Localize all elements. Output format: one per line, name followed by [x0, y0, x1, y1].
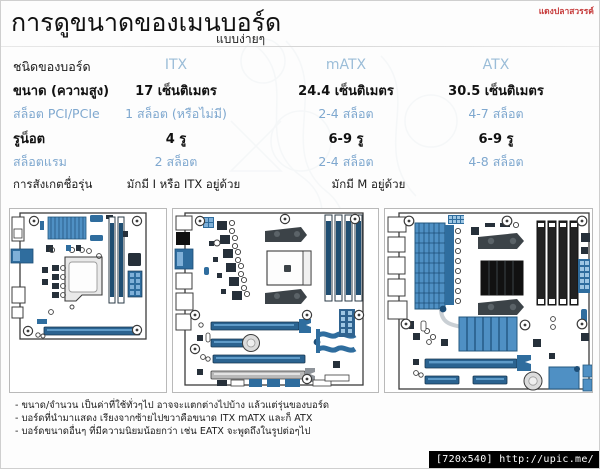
- header: การดูขนาดของเมนบอร์ด แบบง่ายๆ แดงปลาสวรร…: [1, 1, 599, 47]
- row-label: สล็อต PCI/PCIe: [13, 106, 100, 121]
- cell-itx: 4 รู: [165, 132, 187, 147]
- column-header-matx: mATX: [325, 57, 367, 73]
- cell-matx: 2-4 สล็อต: [318, 154, 374, 169]
- atx-board-panel: [384, 208, 593, 393]
- footnote-item: - บอร์ดขนาดอื่นๆ ที่มีความนิยมน้อยกว่า เ…: [15, 425, 311, 437]
- header-divider: [1, 46, 599, 47]
- spec-comparison-table: ชนิดของบอร์ด ITX mATX ATX ขนาด (ความสูง)…: [1, 57, 599, 200]
- cell-matx: มักมี M อยู่ด้วย: [331, 177, 406, 191]
- cell-atx: 30.5 เซ็นติเมตร: [448, 84, 544, 99]
- row-label: ชนิดของบอร์ด: [13, 59, 91, 74]
- matx-board-panel: [172, 208, 379, 393]
- image-host-url: http://upic.me/: [499, 454, 594, 465]
- itx-board-panel: [9, 208, 167, 393]
- board-diagram-strip: [9, 208, 593, 393]
- table-row: สล็อต PCI/PCIe 1 สล็อต (หรือไม่มี) 2-4 ส…: [1, 104, 599, 128]
- page-subtitle: แบบง่ายๆ: [216, 32, 266, 46]
- table-row: ขนาด (ความสูง) 17 เซ็นติเมตร 24.4 เซ็นติ…: [1, 80, 599, 104]
- cell-atx: 6-9 รู: [478, 132, 514, 147]
- cell-atx: 4-7 สล็อต: [468, 106, 524, 121]
- author-credit: แดงปลาสวรรค์: [538, 7, 594, 17]
- table-row: สล็อตแรม 2 สล็อต 2-4 สล็อต 4-8 สล็อต: [1, 152, 599, 176]
- image-dimensions-label: [720x540]: [435, 454, 493, 465]
- column-header-itx: ITX: [164, 57, 188, 73]
- cell-matx: 24.4 เซ็นติเมตร: [298, 84, 394, 99]
- itx-motherboard-icon: [10, 212, 147, 340]
- cell-itx: 17 เซ็นติเมตร: [135, 84, 217, 99]
- cell-matx: 2-4 สล็อต: [318, 106, 374, 121]
- column-header-atx: ATX: [482, 57, 510, 73]
- matx-motherboard-icon: [174, 212, 365, 387]
- table-row: ชนิดของบอร์ด ITX mATX ATX: [1, 57, 599, 80]
- cell-itx: 2 สล็อต: [154, 154, 198, 169]
- cell-itx: มักมี I หรือ ITX อยู่ด้วย: [126, 177, 241, 191]
- table-row: การสังเกตชื่อรุ่น มักมี I หรือ ITX อยู่ด…: [1, 176, 599, 200]
- image-host-watermark: [720x540] http://upic.me/: [428, 451, 599, 468]
- cell-matx: 6-9 รู: [328, 132, 364, 147]
- row-label: ขนาด (ความสูง): [13, 84, 110, 99]
- atx-motherboard-icon: [387, 212, 592, 392]
- row-label: รูน็อต: [13, 132, 46, 147]
- footnote-item: - ขนาด/จำนวน เป็นค่าที่ใช้ทั่วๆไป อาจจะแ…: [15, 400, 330, 411]
- row-label: สล็อตแรม: [13, 154, 67, 169]
- row-label: การสังเกตชื่อรุ่น: [13, 177, 93, 191]
- page-title: การดูขนาดของเมนบอร์ด: [11, 8, 282, 37]
- footnote-item: - บอร์ดที่นำมาแสดง เรียงจากซ้ายไปขวาคือข…: [15, 412, 313, 424]
- cell-itx: 1 สล็อต (หรือไม่มี): [125, 106, 227, 121]
- footnotes: - ขนาด/จำนวน เป็นค่าที่ใช้ทั่วๆไป อาจจะแ…: [15, 400, 329, 438]
- cell-atx: 4-8 สล็อต: [468, 154, 524, 169]
- table-row: รูน็อต 4 รู 6-9 รู 6-9 รู: [1, 128, 599, 152]
